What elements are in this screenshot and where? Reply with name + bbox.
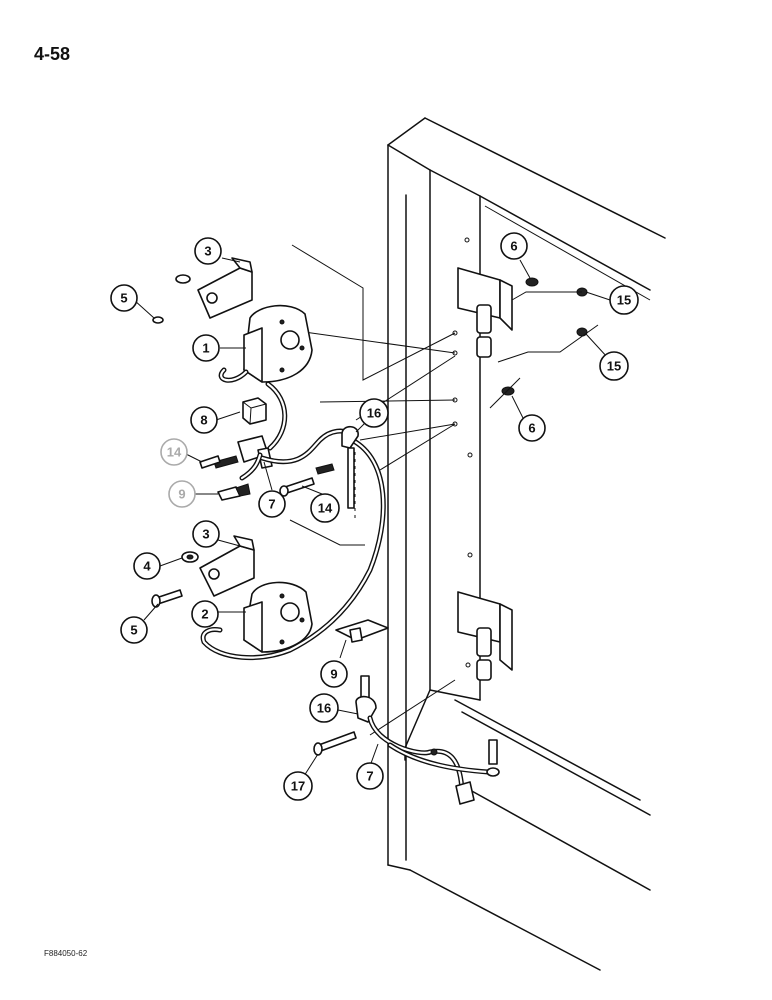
lower-harness [313, 675, 500, 805]
callout-14b: 14 [310, 493, 340, 523]
callout-5a: 5 [110, 284, 138, 312]
callout-2: 2 [191, 600, 219, 628]
svg-text:6: 6 [528, 421, 535, 436]
callout-6a: 6 [500, 232, 528, 260]
callout-group [133, 257, 611, 777]
nut-4 [181, 551, 199, 563]
callout-6b: 6 [518, 414, 546, 442]
svg-text:14: 14 [318, 501, 333, 516]
svg-text:5: 5 [120, 291, 127, 306]
callout-16a: 16 [359, 398, 389, 428]
svg-text:9: 9 [330, 667, 337, 682]
upper-clip [315, 425, 359, 509]
connector-9 [335, 619, 389, 643]
screw-5 [151, 589, 183, 608]
screw-14 [279, 477, 315, 497]
svg-text:4: 4 [143, 559, 151, 574]
upper-hinge [457, 267, 513, 358]
svg-text:3: 3 [202, 527, 209, 542]
page-number: 4-58 [34, 44, 71, 64]
svg-text:7: 7 [366, 769, 373, 784]
callout-5b: 5 [120, 616, 148, 644]
svg-text:6: 6 [510, 239, 517, 254]
callout-9b: 9 [320, 660, 348, 688]
svg-text:16: 16 [317, 701, 331, 716]
callout-9a: 9 [168, 480, 196, 508]
svg-text:2: 2 [201, 607, 208, 622]
callout-16b: 16 [309, 693, 339, 723]
svg-text:3: 3 [204, 244, 211, 259]
svg-text:15: 15 [607, 359, 621, 374]
guide-lines [289, 244, 599, 736]
svg-text:5: 5 [130, 623, 137, 638]
callout-3a: 3 [194, 237, 222, 265]
callout-7a: 7 [258, 490, 286, 518]
upper-bracket [197, 257, 253, 319]
relay-socket [213, 435, 273, 469]
callout-1: 1 [192, 334, 220, 362]
callout-17: 17 [283, 771, 313, 801]
svg-text:7: 7 [268, 497, 275, 512]
upper-motor [243, 304, 313, 383]
callout-7b: 7 [356, 762, 384, 790]
svg-text:9: 9 [178, 487, 185, 502]
figure-code: F884050-62 [44, 949, 88, 958]
svg-text:17: 17 [291, 779, 305, 794]
upper-wiring [200, 367, 386, 661]
lower-hinge [457, 591, 513, 681]
callout-8: 8 [190, 406, 218, 434]
svg-text:8: 8 [200, 413, 207, 428]
door-frame [387, 117, 666, 971]
svg-text:15: 15 [617, 293, 631, 308]
callout-4: 4 [133, 552, 161, 580]
svg-text:14: 14 [167, 445, 182, 460]
callout-15a: 15 [609, 285, 639, 315]
relay [242, 397, 267, 425]
lower-bracket [199, 535, 255, 597]
svg-text:16: 16 [367, 406, 381, 421]
upper-washer-nut [152, 274, 191, 324]
callout-3b: 3 [192, 520, 220, 548]
lower-motor [243, 581, 313, 653]
callout-15b: 15 [599, 351, 629, 381]
callout-14a: 14 [160, 438, 188, 466]
svg-text:1: 1 [202, 341, 209, 356]
